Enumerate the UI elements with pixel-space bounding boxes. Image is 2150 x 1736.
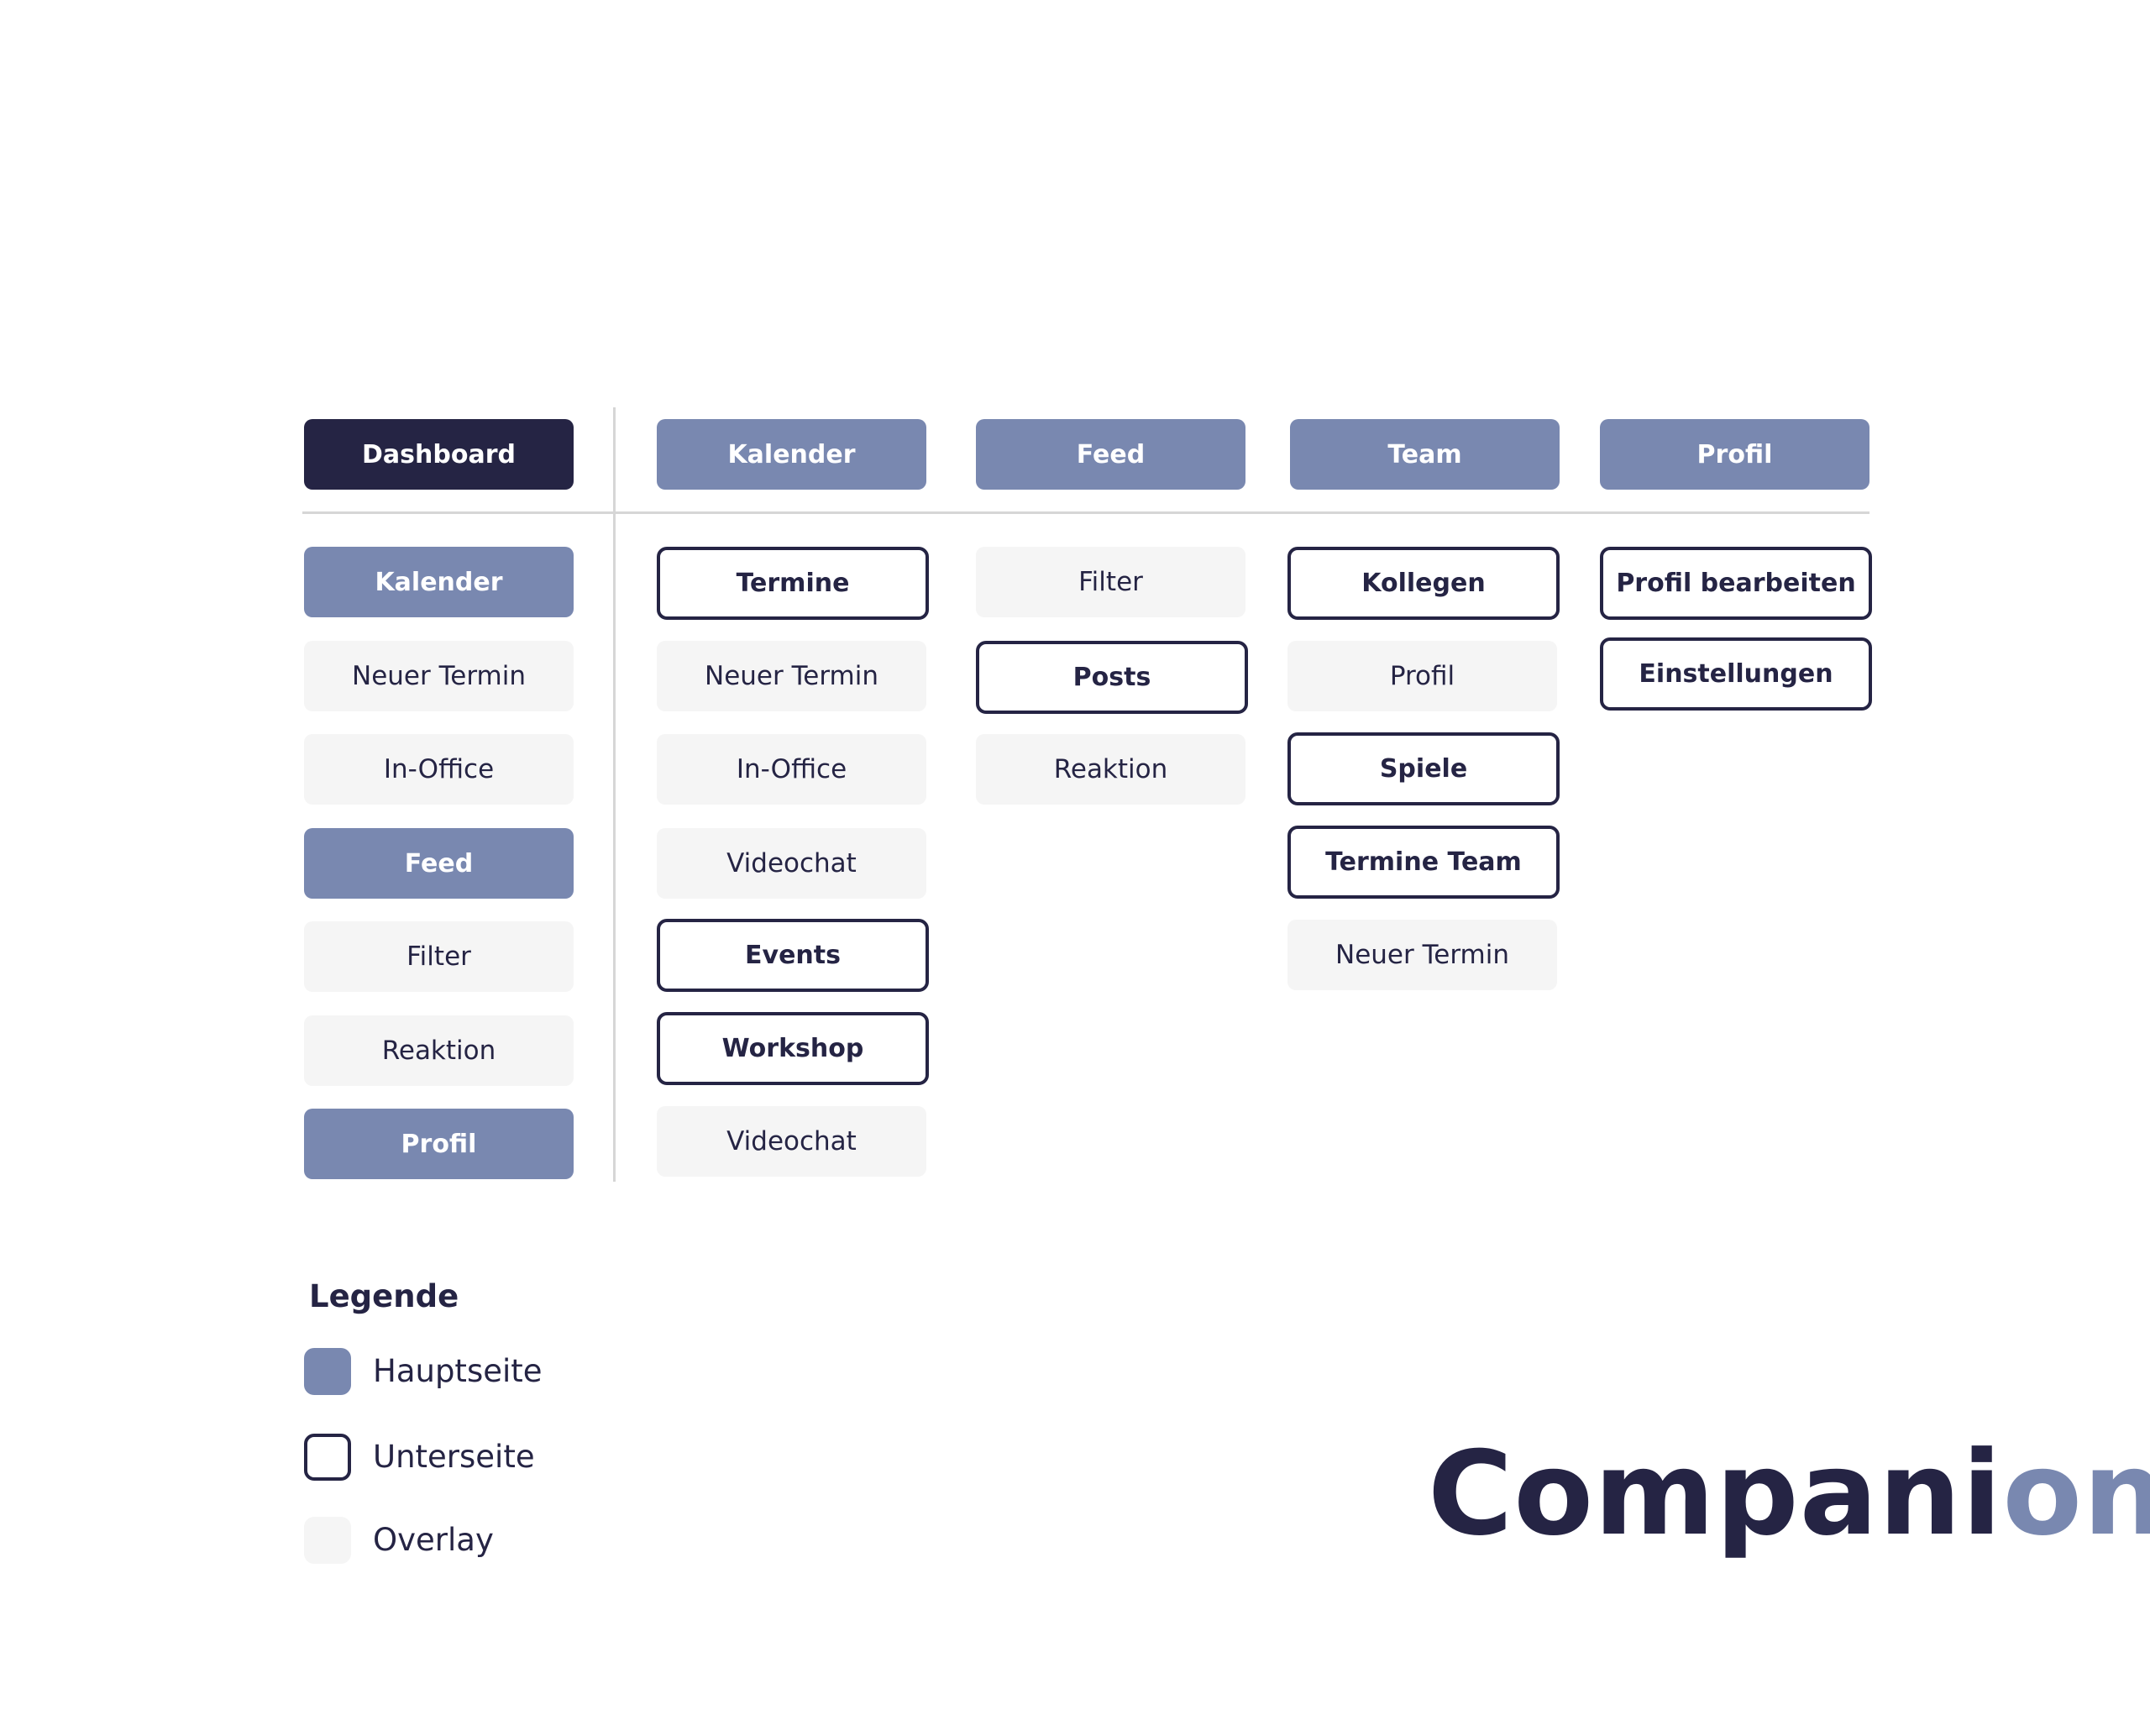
node-kalender-videochat-1[interactable]: Videochat (657, 828, 926, 899)
node-dashboard-in-office[interactable]: In-Office (304, 734, 574, 805)
legend-label-unterseite: Unterseite (373, 1439, 535, 1475)
companion-logo: Companion (1428, 1436, 2150, 1552)
node-dashboard-profil[interactable]: Profil (304, 1109, 574, 1179)
logo-part-1: Compani (1428, 1426, 2003, 1561)
node-team-header[interactable]: Team (1290, 419, 1560, 490)
node-kalender-header[interactable]: Kalender (657, 419, 926, 490)
node-kalender-videochat-2[interactable]: Videochat (657, 1106, 926, 1177)
node-dashboard-reaktion[interactable]: Reaktion (304, 1015, 574, 1086)
node-kalender-events[interactable]: Events (657, 919, 929, 992)
node-dashboard-filter[interactable]: Filter (304, 921, 574, 992)
node-team-kollegen[interactable]: Kollegen (1287, 547, 1560, 620)
legend-label-hauptseite: Hauptseite (373, 1353, 543, 1389)
node-feed-posts[interactable]: Posts (976, 641, 1248, 714)
legend-label-overlay: Overlay (373, 1522, 494, 1558)
node-dashboard[interactable]: Dashboard (304, 419, 574, 490)
node-profil-header[interactable]: Profil (1600, 419, 1869, 490)
node-kalender-in-office[interactable]: In-Office (657, 734, 926, 805)
node-kalender-workshop[interactable]: Workshop (657, 1012, 929, 1085)
legend-title: Legende (309, 1278, 459, 1314)
legend-swatch-overlay (304, 1517, 351, 1564)
node-team-neuer-termin[interactable]: Neuer Termin (1287, 920, 1557, 990)
node-team-profil[interactable]: Profil (1287, 641, 1557, 711)
horizontal-divider (302, 511, 1869, 514)
node-feed-reaktion[interactable]: Reaktion (976, 734, 1245, 805)
node-dashboard-feed[interactable]: Feed (304, 828, 574, 899)
node-team-termine-team[interactable]: Termine Team (1287, 826, 1560, 899)
node-profil-bearbeiten[interactable]: Profil bearbeiten (1600, 547, 1872, 620)
vertical-divider (613, 407, 616, 1182)
legend-swatch-hauptseite (304, 1348, 351, 1395)
node-team-spiele[interactable]: Spiele (1287, 732, 1560, 805)
node-feed-header[interactable]: Feed (976, 419, 1245, 490)
legend-swatch-unterseite (304, 1434, 351, 1481)
node-profil-einstellungen[interactable]: Einstellungen (1600, 637, 1872, 711)
node-dashboard-kalender[interactable]: Kalender (304, 547, 574, 617)
node-feed-filter[interactable]: Filter (976, 547, 1245, 617)
node-kalender-neuer-termin[interactable]: Neuer Termin (657, 641, 926, 711)
node-dashboard-neuer-termin[interactable]: Neuer Termin (304, 641, 574, 711)
logo-part-2: on (2002, 1426, 2150, 1561)
node-kalender-termine[interactable]: Termine (657, 547, 929, 620)
